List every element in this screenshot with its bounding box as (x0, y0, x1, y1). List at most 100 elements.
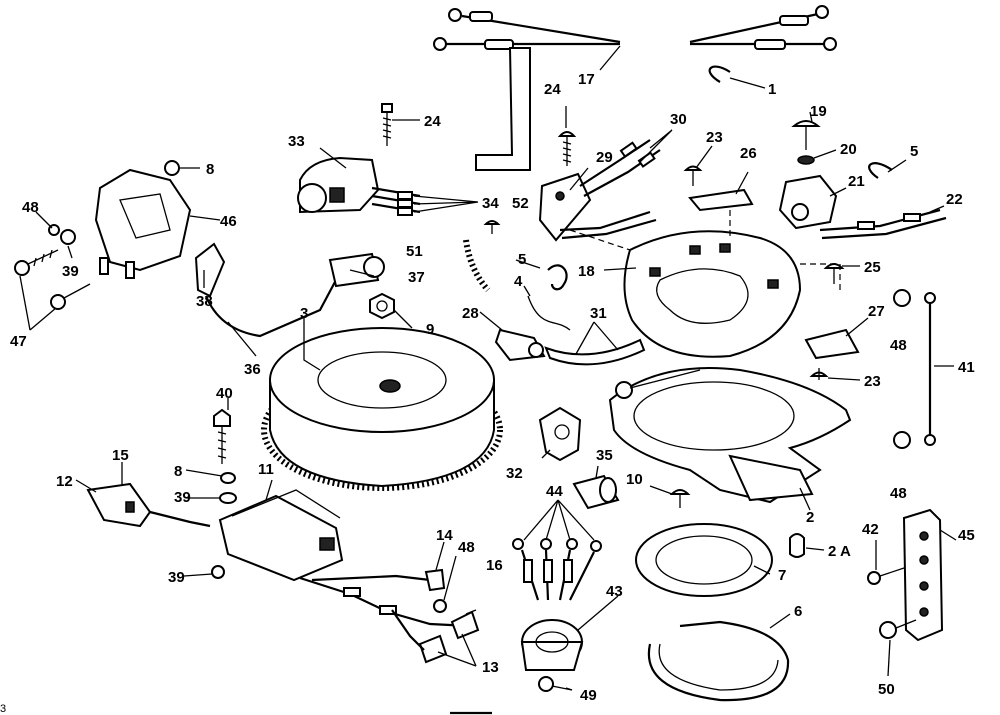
part-4-spring (527, 295, 571, 331)
label-36: 36 (244, 361, 261, 378)
label-27: 27 (868, 303, 885, 320)
label-17: 17 (578, 71, 595, 88)
part-10-screw (669, 489, 691, 508)
part-20-washer (797, 155, 815, 165)
label-16: 16 (486, 557, 503, 574)
label-25: 25 (864, 259, 881, 276)
part-35-spacer (572, 474, 620, 510)
leader-lines (19, 45, 957, 691)
part-8-washer-lower (220, 472, 236, 484)
part-24-screw-lower (557, 131, 577, 166)
part-49-screw (538, 676, 573, 692)
part-6-ring (647, 620, 790, 702)
part-9-nut (369, 292, 395, 320)
label-24-a: 24 (424, 113, 441, 130)
label-14: 14 (436, 527, 453, 544)
part-36-spark-lead (194, 242, 385, 338)
label-47: 47 (10, 333, 27, 350)
label-6: 6 (794, 603, 802, 620)
label-51: 51 (406, 243, 423, 260)
part-51-timer-base (463, 239, 491, 293)
label-43: 43 (606, 583, 623, 600)
part-21-module (778, 174, 947, 240)
part-3-flywheel (261, 327, 503, 491)
part-2a-screw (789, 533, 805, 558)
part-40-bolt (213, 408, 231, 464)
label-3: 3 (300, 305, 308, 322)
callout-labels: 1 2 2 A 3 4 5 5 6 7 8 8 9 10 11 12 13 14… (0, 71, 975, 715)
part-23-screw-upper (683, 165, 703, 186)
label-23-top: 23 (706, 129, 723, 146)
part-39-washer-left (60, 229, 76, 245)
label-9: 9 (426, 321, 434, 338)
part-19-screw (791, 120, 821, 150)
label-19: 19 (810, 103, 827, 120)
part-8-nut-top (164, 160, 180, 176)
part-29-sensor (538, 139, 661, 242)
part-39-washer-lower (219, 492, 237, 504)
label-18: 18 (578, 263, 595, 280)
label-5-right: 5 (910, 143, 918, 160)
label-12: 12 (56, 473, 73, 490)
label-32: 32 (506, 465, 523, 482)
part-14-clip (424, 568, 446, 592)
part-50-screw (879, 619, 917, 639)
part-11-power-pack (218, 489, 471, 628)
part-48-nut-upper (893, 289, 911, 307)
label-48-left: 48 (22, 199, 39, 216)
part-32-sensor (538, 406, 582, 462)
label-5-mid: 5 (518, 251, 526, 268)
label-15: 15 (112, 447, 129, 464)
part-43-rectifier (520, 619, 584, 671)
part-45-terminal-block (902, 508, 944, 642)
corner-mark: 3 (0, 703, 6, 715)
label-8-low: 8 (174, 463, 182, 480)
label-50: 50 (878, 681, 895, 698)
part-48-nut-lower (893, 431, 911, 449)
label-42: 42 (862, 521, 879, 538)
label-48-right-top: 48 (890, 337, 907, 354)
part-2-armature-plate (608, 367, 852, 504)
part-25-screw (823, 263, 845, 284)
part-7-retainer (635, 523, 773, 597)
part-33-charge-coil (297, 156, 421, 216)
label-22: 22 (946, 191, 963, 208)
label-35: 35 (596, 447, 613, 464)
label-4: 4 (514, 273, 523, 290)
label-49: 49 (580, 687, 597, 704)
part-17-wire-harness (433, 5, 837, 171)
part-47-bolt-lower (50, 283, 91, 310)
label-10: 10 (626, 471, 643, 488)
part-41-ground-wire (924, 292, 936, 446)
label-40: 40 (216, 385, 233, 402)
part-18-stator-plate (623, 230, 802, 358)
label-23-low: 23 (864, 373, 881, 390)
label-24-b: 24 (544, 81, 561, 98)
label-41: 41 (958, 359, 975, 376)
part-1-clip (708, 65, 731, 83)
part-16-connector (391, 609, 480, 664)
label-11: 11 (258, 461, 274, 478)
label-39-top: 39 (62, 263, 79, 280)
part-31-sleeve (544, 338, 646, 366)
part-52-screw (483, 220, 501, 234)
part-47-bolt-upper (14, 249, 59, 276)
label-2: 2 (806, 509, 814, 526)
label-39-low: 39 (168, 569, 185, 586)
part-27-bracket (804, 328, 860, 360)
part-44-leads (512, 538, 602, 601)
part-48-nut-mid (433, 599, 447, 613)
label-31: 31 (590, 305, 607, 322)
label-28: 28 (462, 305, 479, 322)
label-37: 37 (408, 269, 425, 286)
part-23-screw-lower (809, 368, 829, 380)
label-38: 38 (196, 293, 213, 310)
label-46: 46 (220, 213, 237, 230)
label-26: 26 (740, 145, 757, 162)
label-13: 13 (482, 659, 499, 676)
part-39-washer-bottom (211, 565, 225, 579)
label-2a: 2 A (828, 543, 851, 560)
part-15-connector (86, 482, 211, 528)
label-44: 44 (546, 483, 563, 500)
